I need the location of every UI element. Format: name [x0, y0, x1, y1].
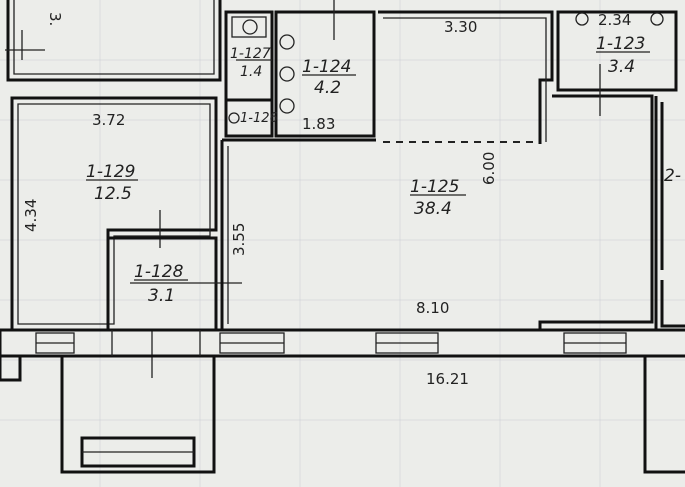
dim-4-34: 4.34	[22, 199, 40, 232]
dim-1-83: 1.83	[302, 115, 335, 133]
dim-3-top: 3.	[46, 12, 64, 26]
room-1-123-walls	[556, 10, 678, 116]
room-1-129-walls	[10, 96, 218, 332]
dim-6-00: 6.00	[480, 152, 498, 185]
dim-16-21: 16.21	[426, 370, 469, 388]
room-1-129-area: 12.5	[94, 184, 132, 204]
exterior-wall	[0, 328, 685, 382]
room-2-id: 2-	[664, 166, 681, 186]
top-left-room-walls	[5, 0, 222, 82]
dim-8-10: 8.10	[416, 299, 449, 317]
room-1-128-area: 3.1	[148, 286, 175, 306]
room-1-129-id: 1-129	[86, 162, 135, 182]
room-1-124-walls	[274, 0, 376, 138]
room-1-125-walls	[220, 10, 654, 332]
rooms-1-127-1-126-walls	[224, 10, 274, 138]
room-1-127-area: 1.4	[240, 64, 262, 80]
room-1-125-area: 38.4	[414, 199, 452, 219]
dim-3-30: 3.30	[444, 18, 477, 36]
room-1-128-id: 1-128	[134, 262, 184, 282]
dim-2-34: 2.34	[598, 11, 631, 29]
room-1-125-id: 1-125	[410, 177, 459, 197]
dim-3-55: 3.55	[230, 223, 248, 256]
right-room-walls	[654, 96, 685, 330]
labels: 3. 3.72 4.34 1-129 12.5 1-128 3.1 3.55 1…	[22, 11, 681, 388]
room-1-127-id: 1-127	[230, 46, 271, 62]
room-1-123-area: 3.4	[608, 57, 635, 77]
dim-3-72: 3.72	[92, 111, 125, 129]
entrance-porch	[60, 356, 685, 474]
room-1-123-id: 1-123	[596, 34, 645, 54]
room-1-124-area: 4.2	[314, 78, 341, 98]
room-1-124-id: 1-124	[302, 57, 351, 77]
room-1-126-id: 1-126	[240, 111, 278, 126]
